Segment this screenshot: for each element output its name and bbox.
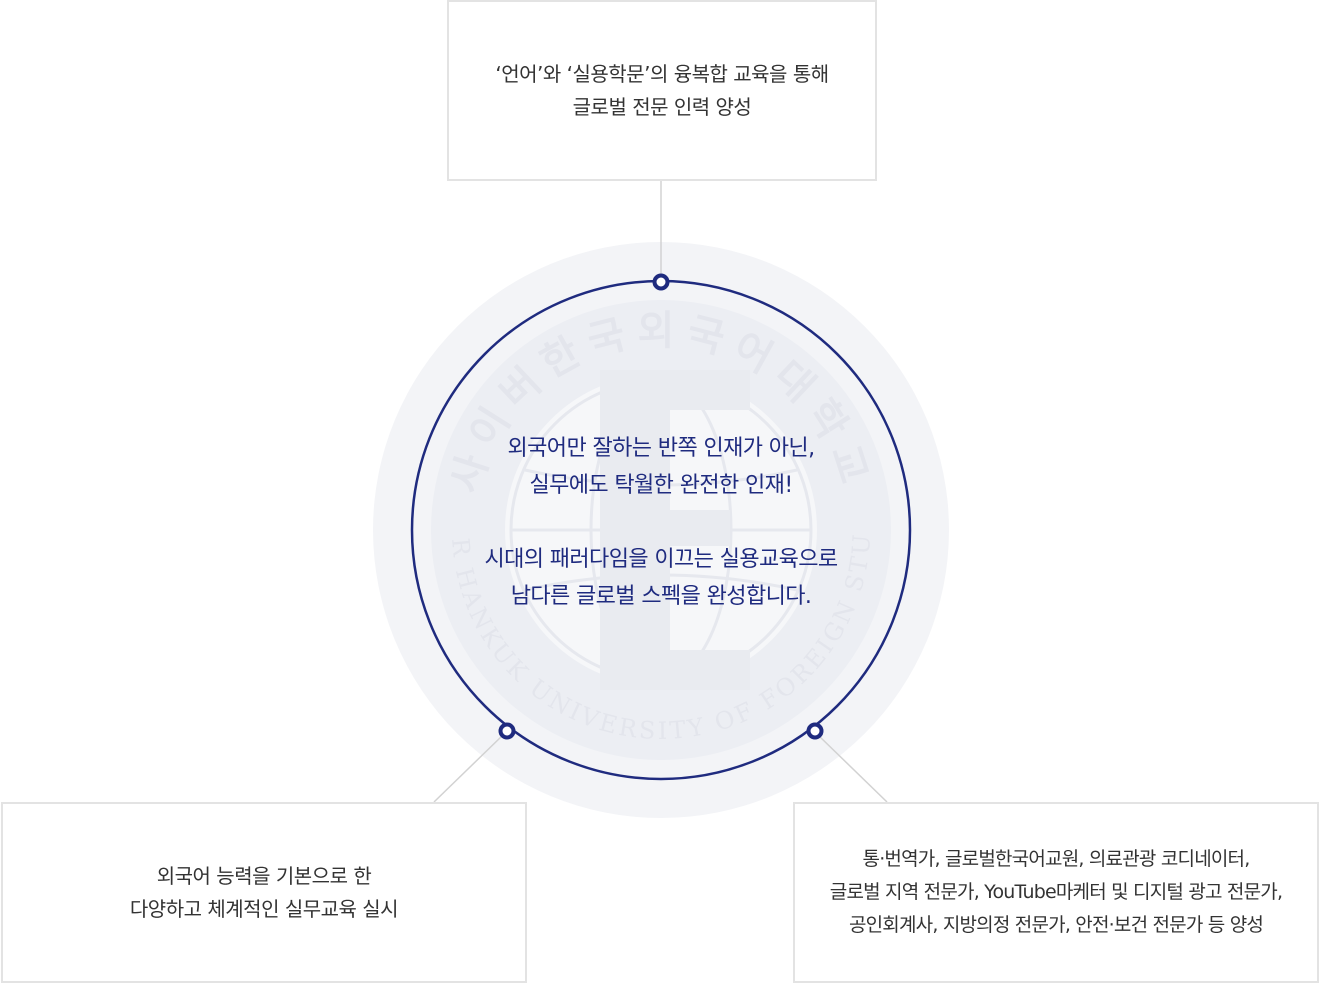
top-goal-box: ‘언어’와 ‘실용학문’의 융복합 교육을 통해 글로벌 전문 인력 양성 bbox=[447, 0, 877, 181]
node-left bbox=[498, 722, 516, 740]
center-line: 실무에도 탁월한 완전한 인재! bbox=[529, 473, 793, 498]
center-message: 외국어만 잘하는 반쪽 인재가 아닌, 실무에도 탁월한 완전한 인재! 시대의… bbox=[410, 430, 912, 615]
center-line: 남다른 글로벌 스펙을 완성합니다. bbox=[510, 584, 812, 609]
top-box-line: 글로벌 전문 인력 양성 bbox=[572, 94, 752, 119]
right-box-line: 글로벌 지역 전문가, YouTube마케터 및 디지털 광고 전문가, bbox=[829, 881, 1283, 903]
right-box-line: 통·번역가, 글로벌한국어교원, 의료관광 코디네이터, bbox=[862, 848, 1251, 870]
connector-right bbox=[817, 734, 888, 803]
left-box-line: 다양하고 체계적인 실무교육 실시 bbox=[129, 896, 399, 921]
right-goal-box: 통·번역가, 글로벌한국어교원, 의료관광 코디네이터, 글로벌 지역 전문가,… bbox=[793, 802, 1319, 983]
left-goal-box: 외국어 능력을 기본으로 한 다양하고 체계적인 실무교육 실시 bbox=[1, 802, 527, 983]
node-right bbox=[806, 722, 824, 740]
connection-nodes bbox=[498, 273, 824, 740]
node-top bbox=[652, 273, 670, 291]
center-line: 외국어만 잘하는 반쪽 인재가 아닌, bbox=[507, 436, 816, 461]
right-box-line: 공인회계사, 지방의정 전문가, 안전·보건 전문가 등 양성 bbox=[848, 914, 1264, 936]
connector-left bbox=[433, 734, 504, 803]
top-box-line: ‘언어’와 ‘실용학문’의 융복합 교육을 통해 bbox=[495, 61, 829, 86]
center-line: 시대의 패러다임을 이끄는 실용교육으로 bbox=[484, 547, 838, 572]
left-box-line: 외국어 능력을 기본으로 한 bbox=[156, 863, 372, 888]
connector-lines bbox=[433, 181, 888, 803]
